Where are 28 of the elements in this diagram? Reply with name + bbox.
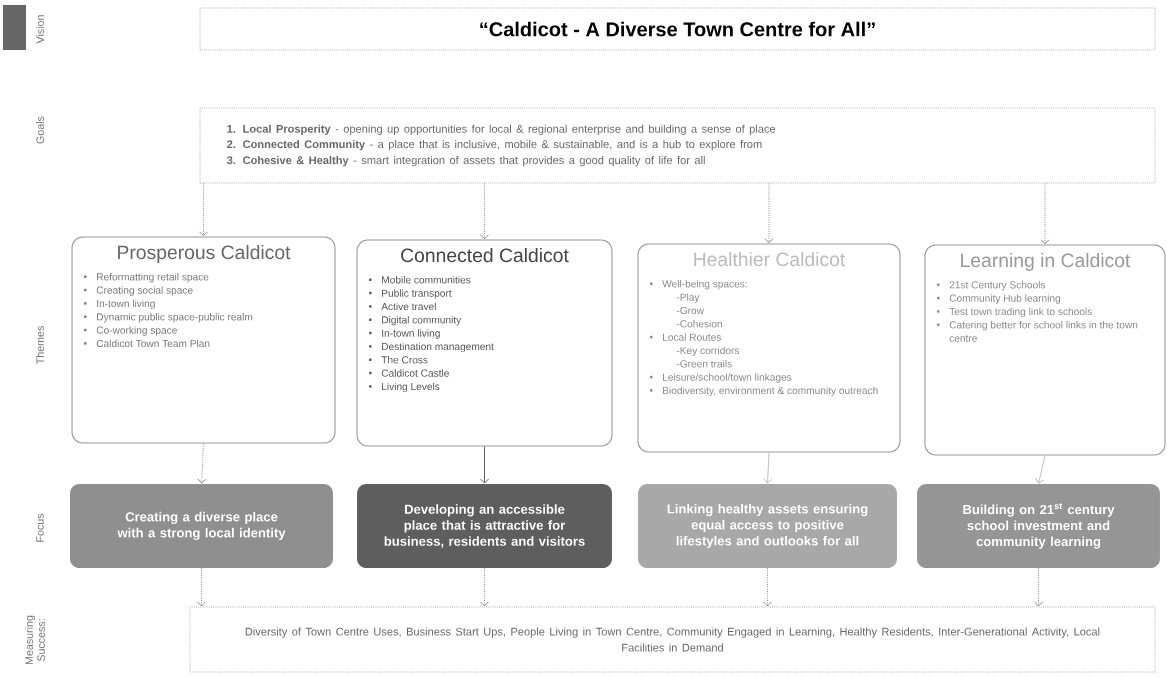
focus-box: Developing an accessible place that is attractive for business, residents and visitors xyxy=(357,484,612,568)
row-label: Vision xyxy=(36,15,44,44)
arrow xyxy=(1040,182,1050,245)
focus-box: Creating a diverse place with a strong local identity xyxy=(70,484,333,568)
arrow xyxy=(199,182,208,237)
theme-box: Prosperous Caldicot Reformatting retail space Creating social space In-town living Dynamic public space-public realm Co-working space Caldicot Town Team Plan xyxy=(71,236,336,444)
arrow xyxy=(480,182,489,240)
arrow xyxy=(1035,455,1046,484)
measures-box: Diversity of Town Centre Uses, Business Start Ups, People Living in Town Centre, Community Engaged in Learning, Healthy Residents, Inter-Generational Activity, Local Facilities in Demand xyxy=(189,606,1156,673)
row-label: Themes xyxy=(36,326,44,365)
row-label: Focus xyxy=(36,513,44,542)
focus-box: Linking healthy assets ensuring equal access to positive lifestyles and outlooks for all xyxy=(638,484,897,568)
arrow xyxy=(480,446,489,484)
theme-box: Healthier Caldicot Well-being spaces: -Play -Grow -Cohesion Local Routes -Key corridors -Green trails Leisure/school/town linkages Biodiversity, environment & community outreach xyxy=(637,243,901,453)
arrow xyxy=(763,452,773,484)
arrow xyxy=(764,182,774,244)
row-label: Goals xyxy=(36,116,44,144)
row-label: Measuring Success: xyxy=(25,615,45,664)
arrow xyxy=(1034,567,1043,607)
theme-box: Connected Caldicot Mobile communities Public transport Active travel Digital community In-town living Destination management The Cross Caldicot Castle Living Levels xyxy=(356,239,613,447)
focus-box: Building on 21$^{st}$ century school investment and community learning xyxy=(917,484,1160,568)
arrow xyxy=(197,443,207,484)
arrow xyxy=(480,567,489,607)
theme-box: Learning in Caldicot 21st Century Schools Community Hub learning Test town trading link to schools Catering better for school links in the town centre xyxy=(924,244,1166,456)
arrow xyxy=(197,567,206,607)
arrow xyxy=(763,567,772,607)
goals-box: 1. Local Prosperity - opening up opportunities for local & regional enterprise and building a sense of place 2. Connected Community - a place that is inclusive, mobile & sustainable, and is a hub to explore from 3. Cohesive & Healthy - smart integration of assets that provides a good quality of life for all xyxy=(199,107,1156,184)
vision-box: “Caldicot - A Diverse Town Centre for All” xyxy=(199,7,1156,51)
